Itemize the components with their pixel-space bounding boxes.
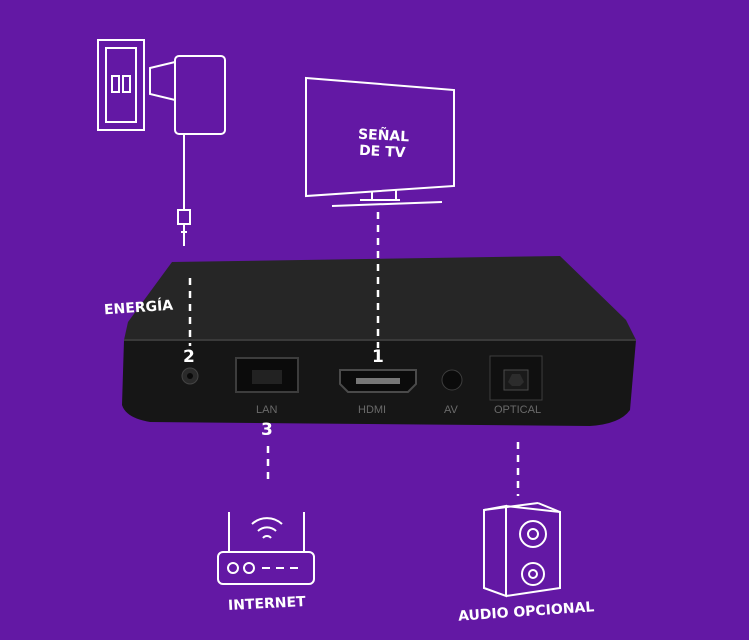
optical-port-label: OPTICAL <box>494 404 542 416</box>
power-number: 2 <box>183 347 195 367</box>
av-port <box>441 369 463 391</box>
lan-port <box>235 357 299 393</box>
optical-port <box>489 355 543 401</box>
speaker-icon <box>483 502 561 598</box>
hdmi-port-label: HDMI <box>358 404 387 416</box>
hdmi-number: 1 <box>372 347 384 367</box>
hdmi-port <box>339 369 417 393</box>
tv-signal-label-line2: DE TV <box>358 142 406 162</box>
power-port <box>181 367 199 385</box>
lan-port-label: LAN <box>256 404 278 416</box>
router-icon <box>217 512 315 585</box>
lan-number: 3 <box>261 420 273 440</box>
av-port-label: AV <box>444 404 458 416</box>
connection-lines <box>188 212 520 496</box>
wall-outlet-icon <box>97 39 145 131</box>
power-adapter-icon <box>149 55 226 246</box>
tv-icon <box>305 76 455 207</box>
